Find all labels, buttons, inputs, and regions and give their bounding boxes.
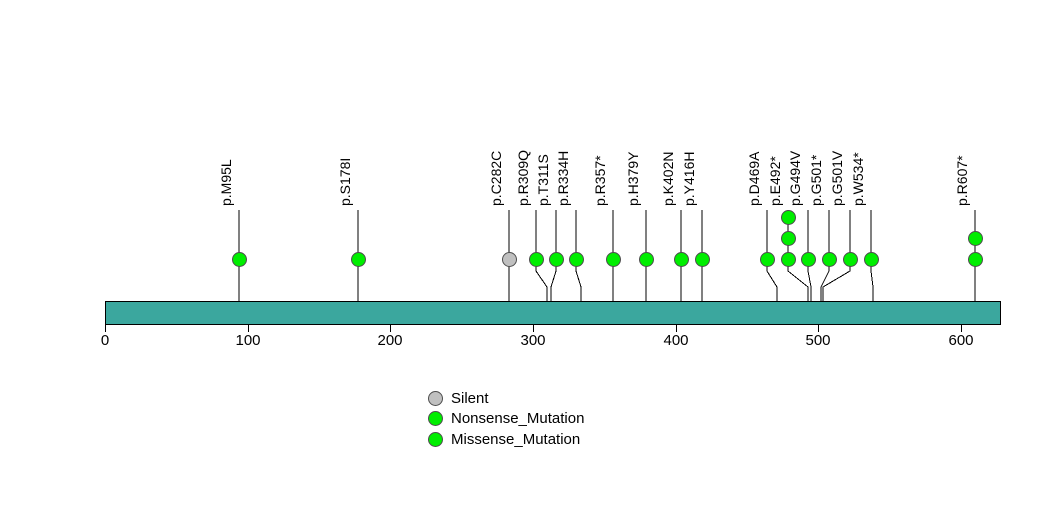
mutation-dot[interactable] — [568, 251, 584, 267]
mutation-label: p.R334H — [555, 150, 571, 206]
mutation-dot[interactable] — [694, 251, 710, 267]
mutation-label: p.G501V — [829, 150, 845, 206]
mutation-dot[interactable] — [842, 251, 858, 267]
mutation-label: p.G501* — [808, 154, 824, 206]
mutation-label: p.Y416H — [681, 151, 697, 206]
mutation-dot[interactable] — [605, 251, 621, 267]
axis-tick-0 — [105, 325, 106, 332]
mutation-label: p.M95L — [218, 159, 234, 206]
mutation-label: p.W534* — [850, 152, 866, 206]
legend-item-silent[interactable]: Silent — [428, 388, 489, 408]
legend-dot-icon — [428, 411, 443, 426]
legend-item-nonsense_mutation[interactable]: Nonsense_Mutation — [428, 409, 584, 429]
axis-tick-600 — [961, 325, 962, 332]
mutation-label: p.R309Q — [515, 149, 531, 206]
axis-tick-100 — [248, 325, 249, 332]
mutation-dot[interactable] — [350, 251, 366, 267]
protein-backbone-bar — [105, 301, 1001, 325]
mutation-label: p.H379Y — [625, 151, 641, 206]
axis-tick-label-200: 200 — [377, 332, 403, 349]
axis-tick-200 — [390, 325, 391, 332]
mutation-label: p.S178I — [337, 157, 353, 206]
axis-tick-label-300: 300 — [520, 332, 546, 349]
axis-tick-label-400: 400 — [663, 332, 689, 349]
legend-item-missense_mutation[interactable]: Missense_Mutation — [428, 429, 580, 449]
mutation-dot[interactable] — [821, 251, 837, 267]
axis-tick-label-600: 600 — [948, 332, 974, 349]
axis-tick-label-500: 500 — [805, 332, 831, 349]
mutation-dot[interactable] — [231, 251, 247, 267]
axis-tick-500 — [818, 325, 819, 332]
mutation-label: p.D469A — [746, 151, 762, 206]
mutation-dot[interactable] — [673, 251, 689, 267]
mutation-label: p.C282C — [488, 150, 504, 206]
axis-tick-400 — [676, 325, 677, 332]
axis-tick-label-0: 0 — [100, 332, 110, 349]
mutation-dot[interactable] — [967, 251, 983, 267]
legend-label: Missense_Mutation — [451, 430, 581, 448]
mutation-dot[interactable] — [967, 230, 983, 246]
mutation-dot[interactable] — [528, 251, 544, 267]
legend-label: Nonsense_Mutation — [451, 410, 585, 427]
mutation-dot[interactable] — [638, 251, 654, 267]
legend-dot-icon — [428, 390, 443, 406]
mutation-dot[interactable] — [780, 209, 796, 225]
axis-tick-300 — [533, 325, 534, 332]
axis-tick-label-100: 100 — [235, 332, 261, 349]
mutation-label: p.E492* — [767, 156, 783, 206]
mutation-label: p.R357* — [592, 155, 608, 206]
mutation-dot[interactable] — [780, 251, 796, 267]
mutation-dot[interactable] — [800, 251, 816, 267]
mutation-dot[interactable] — [548, 251, 564, 267]
mutation-dot[interactable] — [863, 251, 879, 267]
mutation-label: p.R607* — [954, 155, 970, 206]
legend-label: Silent — [451, 389, 489, 407]
legend-dot-icon — [428, 431, 443, 447]
mutation-dot[interactable] — [759, 251, 775, 267]
mutation-label: p.K402N — [660, 151, 676, 206]
mutation-label: p.G494V — [787, 150, 803, 206]
mutation-dot[interactable] — [780, 230, 796, 246]
mutation-dot[interactable] — [501, 251, 517, 267]
mutation-label: p.T311S — [535, 154, 551, 206]
